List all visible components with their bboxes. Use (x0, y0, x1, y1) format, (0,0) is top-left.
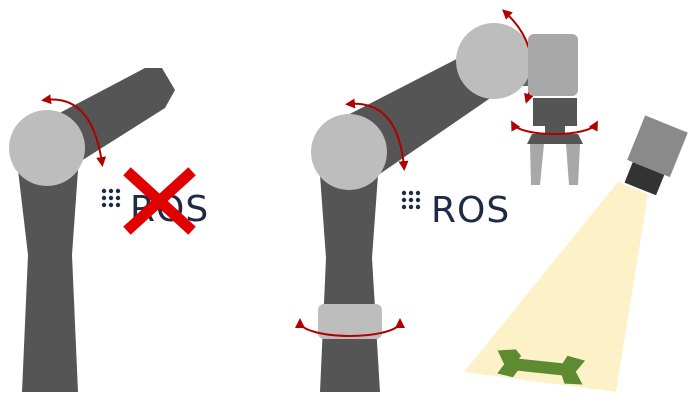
robot-base-left (18, 170, 78, 392)
camera-icon (624, 115, 688, 196)
robot-arm-left (9, 68, 175, 392)
robot-base-right (320, 175, 380, 392)
ros-logo-active: ROS (401, 190, 510, 231)
rotation-arrow-icon (41, 94, 107, 167)
cross-icon (123, 167, 196, 235)
ros-logo-text: ROS (431, 190, 510, 231)
rotation-arrow-icon (295, 318, 405, 337)
robot-arm-right (295, 9, 598, 392)
rotation-arrow-icon (345, 98, 409, 171)
robot-elbow-joint-right (456, 23, 532, 99)
rotation-arrow-icon (511, 120, 598, 136)
gripper-icon (527, 34, 583, 185)
wrench-icon (497, 349, 586, 385)
ros-logo-crossed: ROS (101, 167, 208, 235)
robot-joint-left (9, 110, 85, 186)
light-cone-icon (464, 182, 648, 392)
camera-scene (464, 115, 688, 392)
robot-shoulder-joint-right (311, 114, 387, 190)
